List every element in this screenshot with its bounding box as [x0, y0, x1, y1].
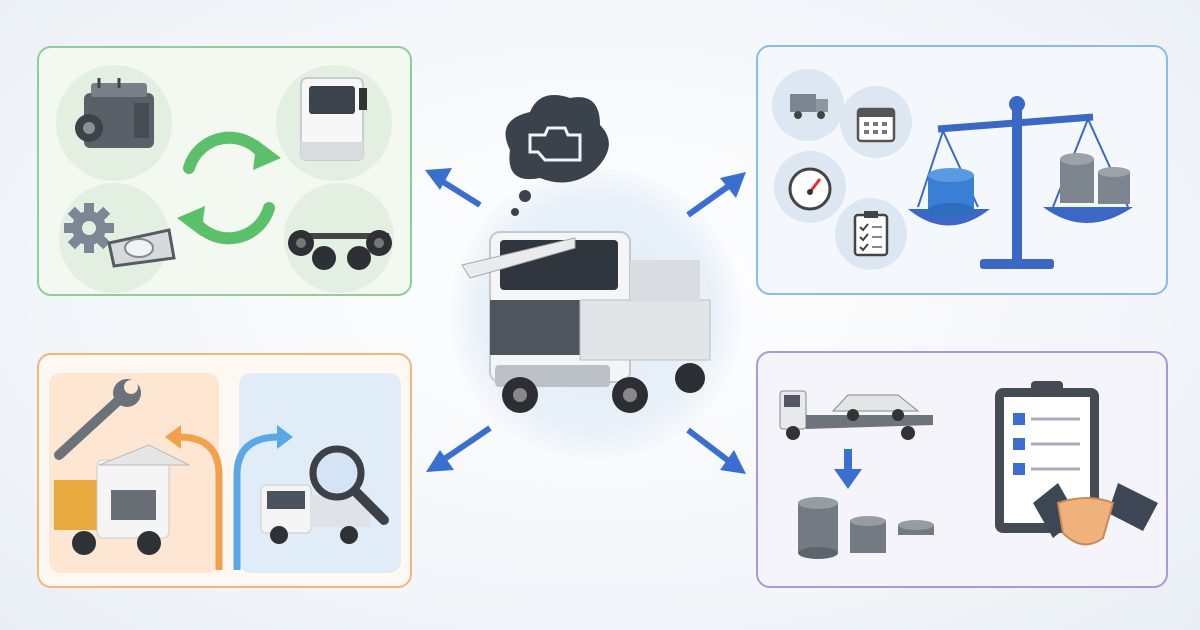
parts-reuse-panel: [37, 46, 412, 296]
repair-or-inspect-panel: [37, 353, 412, 588]
checklist-icon: [853, 211, 889, 257]
direction-arrows: [425, 168, 746, 474]
truck-cab-icon: [300, 77, 367, 161]
truck-icon: [790, 94, 828, 119]
coin-stack-icon: [928, 153, 1130, 217]
check-engine-icon: [505, 95, 609, 216]
sale-contract-panel: [756, 351, 1168, 588]
inspection-truck-icon: [260, 484, 371, 544]
calendar-icon: [856, 107, 896, 143]
recycle-arrows-icon: [183, 131, 275, 245]
repair-truck-icon: [54, 444, 190, 555]
headlight-icon: [107, 228, 176, 268]
handshake-icon: [1033, 483, 1158, 546]
magnifier-icon: [309, 445, 389, 525]
chassis-axle-icon: [288, 230, 392, 270]
truck-hood-open: [461, 231, 711, 413]
engine-block-icon: [75, 78, 154, 148]
speedometer-icon: [788, 167, 832, 211]
tow-truck-icon: [779, 390, 933, 440]
fork-arrows-icon: [178, 433, 280, 570]
wrench-icon: [54, 379, 141, 460]
down-arrow-icon: [834, 449, 862, 489]
coin-stack-icon: [798, 497, 934, 559]
valuation-panel: [756, 45, 1168, 295]
